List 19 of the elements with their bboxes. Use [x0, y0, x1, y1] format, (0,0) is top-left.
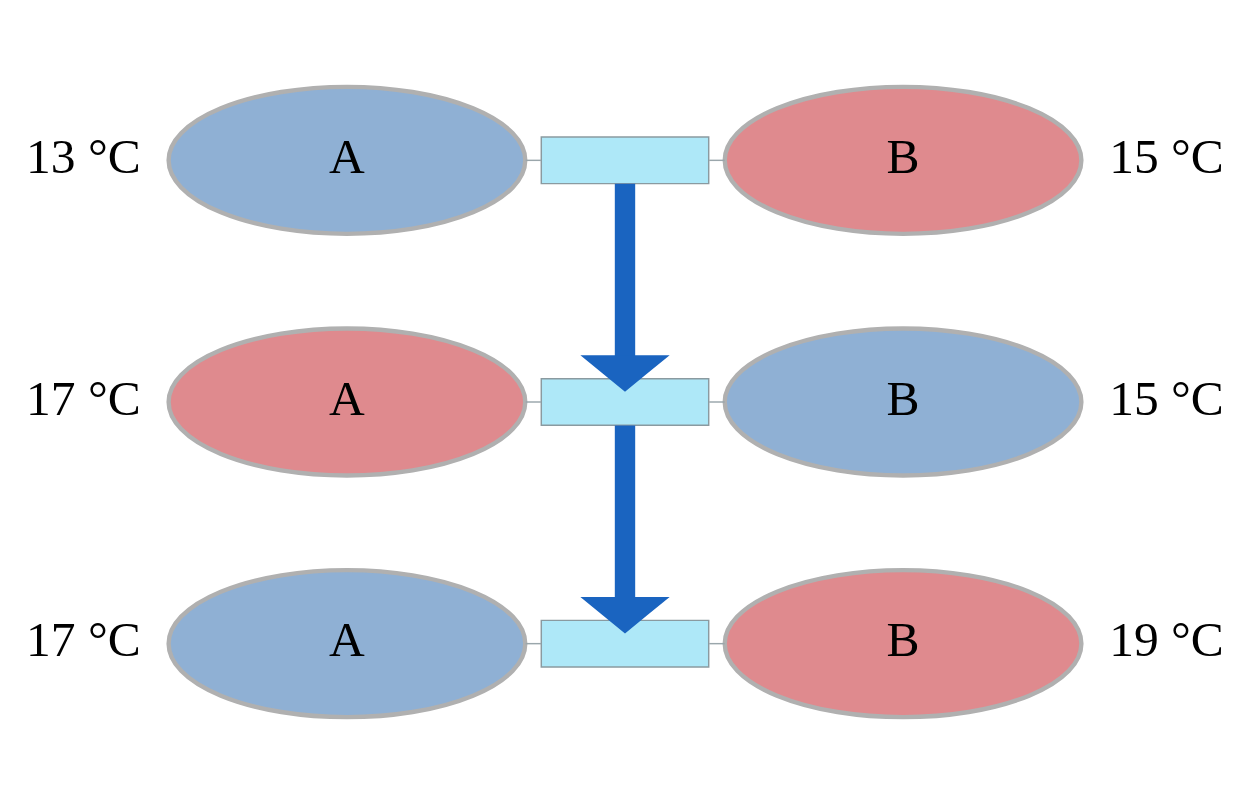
node-label: 19 °C	[1109, 611, 1224, 667]
node-bar	[540, 619, 710, 668]
node-ellipse: B	[722, 567, 1084, 719]
node-label: 15 °C	[1109, 370, 1224, 426]
connector	[708, 400, 726, 403]
node-ellipse: B	[722, 325, 1084, 478]
node-ellipse: B	[722, 84, 1084, 236]
connector	[524, 400, 542, 403]
arrow	[580, 425, 670, 633]
node-label: 17 °C	[26, 370, 141, 426]
node-label: 15 °C	[1109, 128, 1224, 184]
node-label: 13 °C	[26, 128, 141, 184]
node-ellipse: A	[166, 84, 528, 236]
node-label: 17 °C	[26, 611, 141, 667]
node-ellipse: A	[166, 325, 528, 478]
arrow	[580, 183, 670, 392]
node-bar	[540, 135, 710, 184]
node-ellipse: A	[166, 567, 528, 719]
node-bar	[540, 377, 710, 426]
